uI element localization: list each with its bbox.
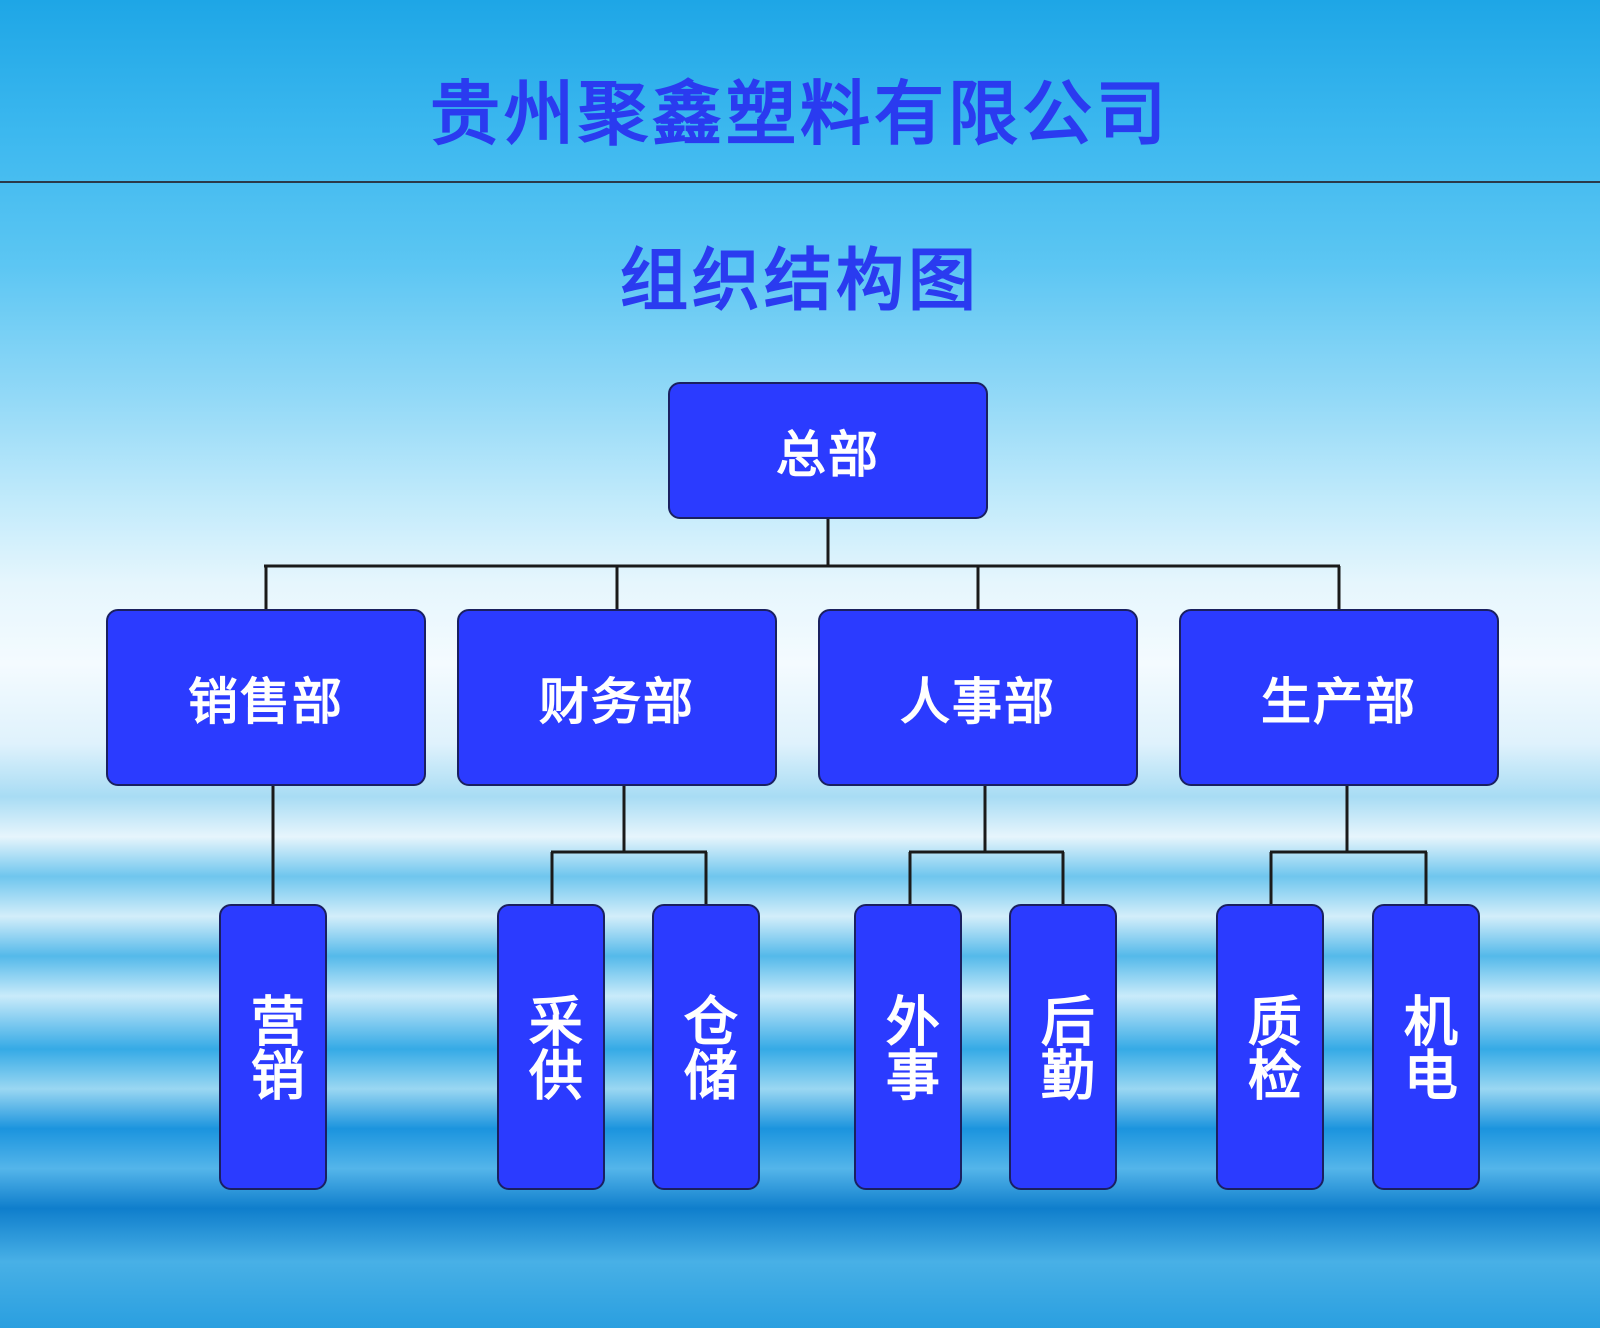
node-headquarters-label: 总部 bbox=[776, 424, 880, 484]
node-production-dept: 生产部 bbox=[1179, 609, 1499, 786]
header-divider bbox=[0, 181, 1600, 183]
node-unit-logistics-label: 后勤 bbox=[1031, 993, 1096, 1101]
node-unit-quality-inspection: 质检 bbox=[1216, 904, 1324, 1190]
node-finance-dept-label: 财务部 bbox=[539, 671, 695, 731]
node-hr-dept-label: 人事部 bbox=[900, 671, 1056, 731]
node-unit-warehousing: 仓储 bbox=[652, 904, 760, 1190]
node-unit-marketing: 营销 bbox=[219, 904, 327, 1190]
node-unit-procurement-label: 采供 bbox=[519, 993, 584, 1101]
node-unit-logistics: 后勤 bbox=[1009, 904, 1117, 1190]
node-hr-dept: 人事部 bbox=[818, 609, 1138, 786]
node-unit-quality-inspection-label: 质检 bbox=[1238, 993, 1303, 1101]
node-unit-electromechanical-label: 机电 bbox=[1394, 993, 1459, 1101]
node-headquarters: 总部 bbox=[668, 382, 988, 519]
node-unit-marketing-label: 营销 bbox=[241, 993, 306, 1101]
chart-title: 组织结构图 bbox=[619, 241, 980, 321]
company-name: 贵州聚鑫塑料有限公司 bbox=[430, 72, 1170, 155]
node-unit-electromechanical: 机电 bbox=[1372, 904, 1480, 1190]
node-unit-external-affairs-label: 外事 bbox=[876, 993, 941, 1101]
node-finance-dept: 财务部 bbox=[457, 609, 777, 786]
node-sales-dept: 销售部 bbox=[106, 609, 426, 786]
node-unit-warehousing-label: 仓储 bbox=[674, 993, 739, 1101]
node-unit-external-affairs: 外事 bbox=[854, 904, 962, 1190]
node-unit-procurement: 采供 bbox=[497, 904, 605, 1190]
node-sales-dept-label: 销售部 bbox=[188, 671, 344, 731]
node-production-dept-label: 生产部 bbox=[1261, 671, 1417, 731]
